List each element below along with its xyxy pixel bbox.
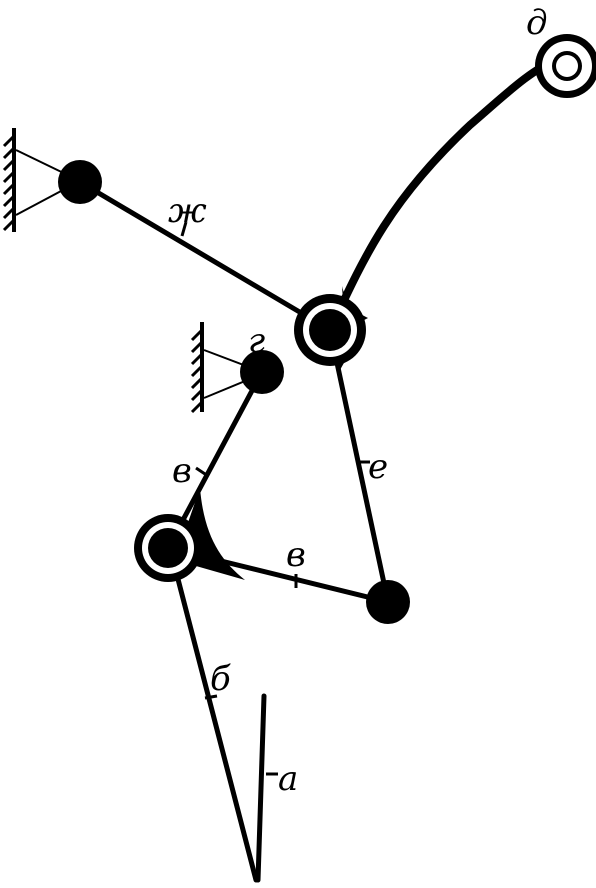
links bbox=[77, 54, 564, 883]
label-d: д bbox=[526, 3, 548, 43]
label-e: е bbox=[368, 447, 388, 487]
label-zh: ж bbox=[168, 191, 207, 231]
joint-d-eye bbox=[535, 34, 596, 98]
pivot-g-joint bbox=[240, 350, 284, 394]
label-a: а bbox=[278, 759, 298, 799]
label-v-upper: в bbox=[172, 451, 192, 491]
link-e bbox=[327, 327, 391, 605]
joint-triangle bbox=[134, 514, 202, 582]
link-a bbox=[255, 693, 267, 883]
label-v-lower: в bbox=[286, 535, 306, 575]
label-b: б bbox=[210, 659, 231, 699]
arm-d bbox=[326, 54, 564, 334]
link-b bbox=[169, 553, 259, 883]
link-zh bbox=[77, 179, 333, 333]
label-g: г bbox=[248, 321, 265, 361]
label-ticks bbox=[180, 221, 370, 776]
pivot-zh-joint bbox=[58, 160, 102, 204]
ground-support-middle bbox=[190, 322, 263, 414]
pivot-lower-right-joint bbox=[366, 580, 410, 624]
joint-upper bbox=[294, 294, 366, 366]
